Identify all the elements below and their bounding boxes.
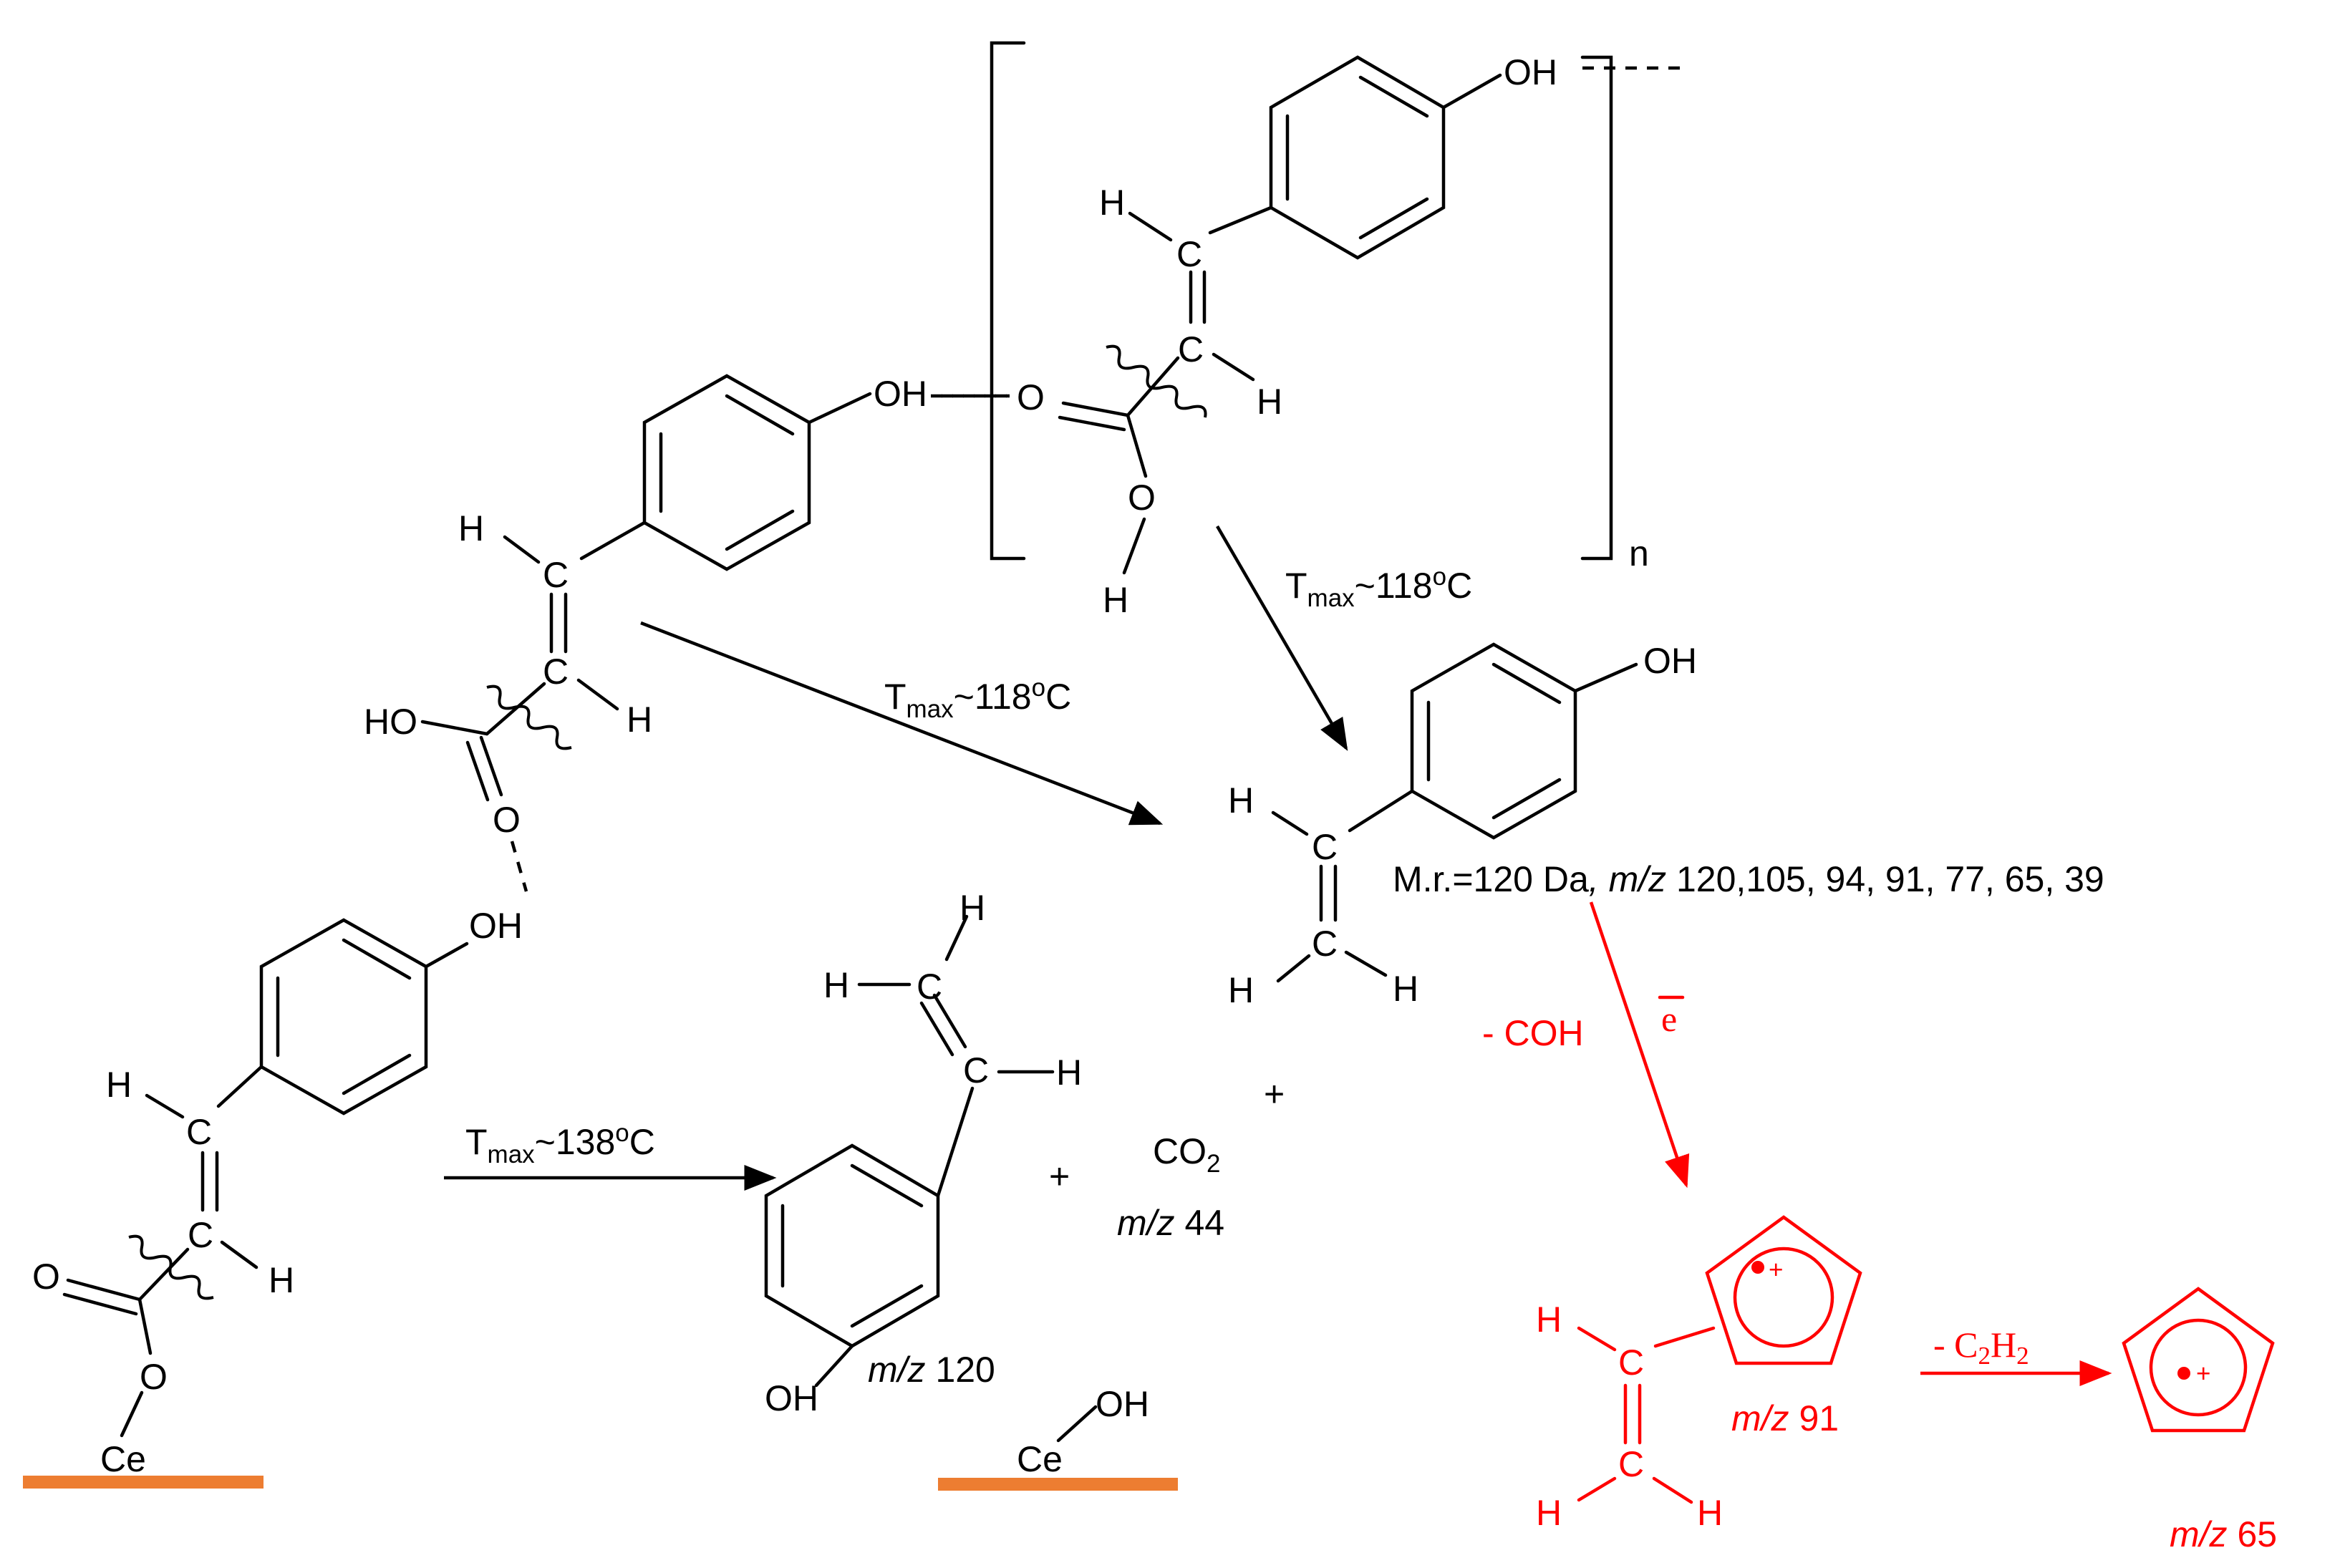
hydrogen-label: H bbox=[1697, 1493, 1723, 1533]
left-bracket bbox=[990, 41, 1026, 561]
arrow-polymer-to-product bbox=[1216, 525, 1348, 751]
hydroxyl-label: OH bbox=[765, 1378, 818, 1418]
aromatic-circle-91 bbox=[1733, 1247, 1834, 1348]
radical-cation-sign-91: + bbox=[1769, 1256, 1783, 1284]
hydrogen-label: H bbox=[959, 888, 985, 928]
mass-spectrum-line: M.r.=120 Da, m/z 120,105, 94, 91, 77, 65… bbox=[1393, 859, 2104, 899]
alkene-carbon-label: C bbox=[188, 1215, 213, 1255]
hydroxyl-label: OH bbox=[1643, 641, 1697, 681]
cerium-label: Ce bbox=[1017, 1439, 1063, 1479]
polymer-repeat-unit: n OH C H C H O O H bbox=[931, 41, 1683, 620]
hydrogen-label: H bbox=[1393, 969, 1418, 1009]
cyclopentadienyl-ring-65 bbox=[2122, 1287, 2275, 1433]
carbonyl-oxygen-label: O bbox=[1017, 377, 1045, 417]
electron-label: e bbox=[1661, 999, 1677, 1039]
hydrogen-label: H bbox=[1257, 382, 1282, 422]
alkene-carbon-label: C bbox=[963, 1050, 989, 1090]
carbonyl-oxygen-label: O bbox=[493, 800, 521, 840]
hydrogen-label: H bbox=[1536, 1493, 1562, 1533]
fragmentation-arrow bbox=[1589, 901, 1690, 1189]
plus-sign-right: + bbox=[1264, 1074, 1285, 1114]
aromatic-circle-65 bbox=[2149, 1318, 2248, 1417]
benzene-ring bbox=[259, 918, 428, 1115]
radical-dot-91 bbox=[1751, 1261, 1764, 1274]
condition-t118-top: Tmax~118oC bbox=[1285, 563, 1472, 612]
coumarate-on-ceria: OH C H C H O O Ce bbox=[23, 906, 523, 1489]
benzene-ring bbox=[642, 374, 811, 571]
hydrogen-label: H bbox=[1099, 183, 1125, 223]
alkene-carbon-label: C bbox=[1618, 1342, 1644, 1383]
hydrogen-label: H bbox=[1056, 1052, 1082, 1093]
plus-sign-bottom: + bbox=[1049, 1156, 1070, 1196]
repeat-count-n: n bbox=[1629, 533, 1649, 574]
co2-mz-label: m/z 44 bbox=[1117, 1203, 1224, 1243]
alkene-carbon-label: C bbox=[1178, 329, 1204, 369]
ester-oxygen-label: O bbox=[140, 1357, 168, 1397]
alkene-carbon-label: C bbox=[543, 555, 569, 595]
condition-t138: Tmax~138oC bbox=[465, 1119, 655, 1168]
radical-dot-65 bbox=[2177, 1367, 2190, 1380]
hydroxyl-label: HO bbox=[364, 702, 417, 742]
vinylphenol-product-bottom: C H C H H OH m/z 120 + CO2 m/z 44 + Ce O… bbox=[764, 888, 1285, 1491]
hydrogen-label: H bbox=[1228, 970, 1254, 1010]
mz120-label: m/z 120 bbox=[868, 1350, 995, 1390]
co2-formula: CO2 bbox=[1153, 1131, 1220, 1178]
radical-cation-sign-65: + bbox=[2196, 1360, 2210, 1388]
hydrogen-label: H bbox=[106, 1065, 132, 1105]
alkene-carbon-label: C bbox=[917, 967, 942, 1007]
cerium-label: Ce bbox=[100, 1439, 146, 1479]
hydrogen-label: H bbox=[458, 508, 484, 548]
mz91-label: m/z 91 bbox=[1731, 1398, 1839, 1438]
alkene-carbon-label: C bbox=[1618, 1444, 1644, 1484]
mz65-label: m/z 65 bbox=[2170, 1514, 2277, 1554]
hydroxyl-label: OH bbox=[874, 374, 927, 414]
alkene-carbon-label: C bbox=[1312, 924, 1338, 964]
hydrogen-label: H bbox=[823, 965, 849, 1005]
coumaric-acid-middle: OH C H C H HO O bbox=[364, 374, 1010, 892]
right-bracket bbox=[1580, 55, 1613, 561]
hydrogen-label: H bbox=[1103, 580, 1128, 620]
hydrogen-label: H bbox=[627, 700, 652, 740]
hydrogen-label: H bbox=[1228, 780, 1254, 821]
arrow-middle-to-product bbox=[640, 621, 1164, 826]
cyclopentadienyl-ring-91 bbox=[1705, 1215, 1862, 1365]
ms-fragmentation: - COH e + C H C H H m/z 91 - C2H2 + m/z … bbox=[1482, 901, 2277, 1554]
vinylphenol-product-right: OH C H C H H M.r.=120 Da, m/z 120,105, 9… bbox=[1228, 641, 2104, 1010]
hydroxyl-label: OH bbox=[1096, 1384, 1149, 1424]
loss-coh-label: - COH bbox=[1482, 1013, 1584, 1053]
alkene-carbon-label: C bbox=[1312, 827, 1338, 867]
hydroxyl-label: OH bbox=[1504, 52, 1557, 92]
alkene-carbon-label: C bbox=[543, 652, 569, 692]
hydrogen-label: H bbox=[269, 1260, 294, 1300]
benzene-ring bbox=[1410, 642, 1577, 840]
hydrogen-label: H bbox=[1536, 1300, 1562, 1340]
carbonyl-oxygen-label: O bbox=[32, 1257, 60, 1297]
condition-t118-middle: Tmax~118oC bbox=[884, 674, 1071, 723]
hydroxyl-oxygen-label: O bbox=[1128, 478, 1156, 518]
alkene-carbon-label: C bbox=[1176, 234, 1202, 274]
loss-c2h2-label: - C2H2 bbox=[1933, 1325, 2029, 1370]
benzene-ring bbox=[1269, 55, 1446, 260]
benzene-ring bbox=[764, 1143, 940, 1348]
hydroxyl-label: OH bbox=[469, 906, 523, 946]
alkene-carbon-label: C bbox=[186, 1112, 212, 1152]
decarboxylation-arrows: Tmax~118oC Tmax~118oC Tmax~138oC bbox=[444, 525, 1472, 1191]
